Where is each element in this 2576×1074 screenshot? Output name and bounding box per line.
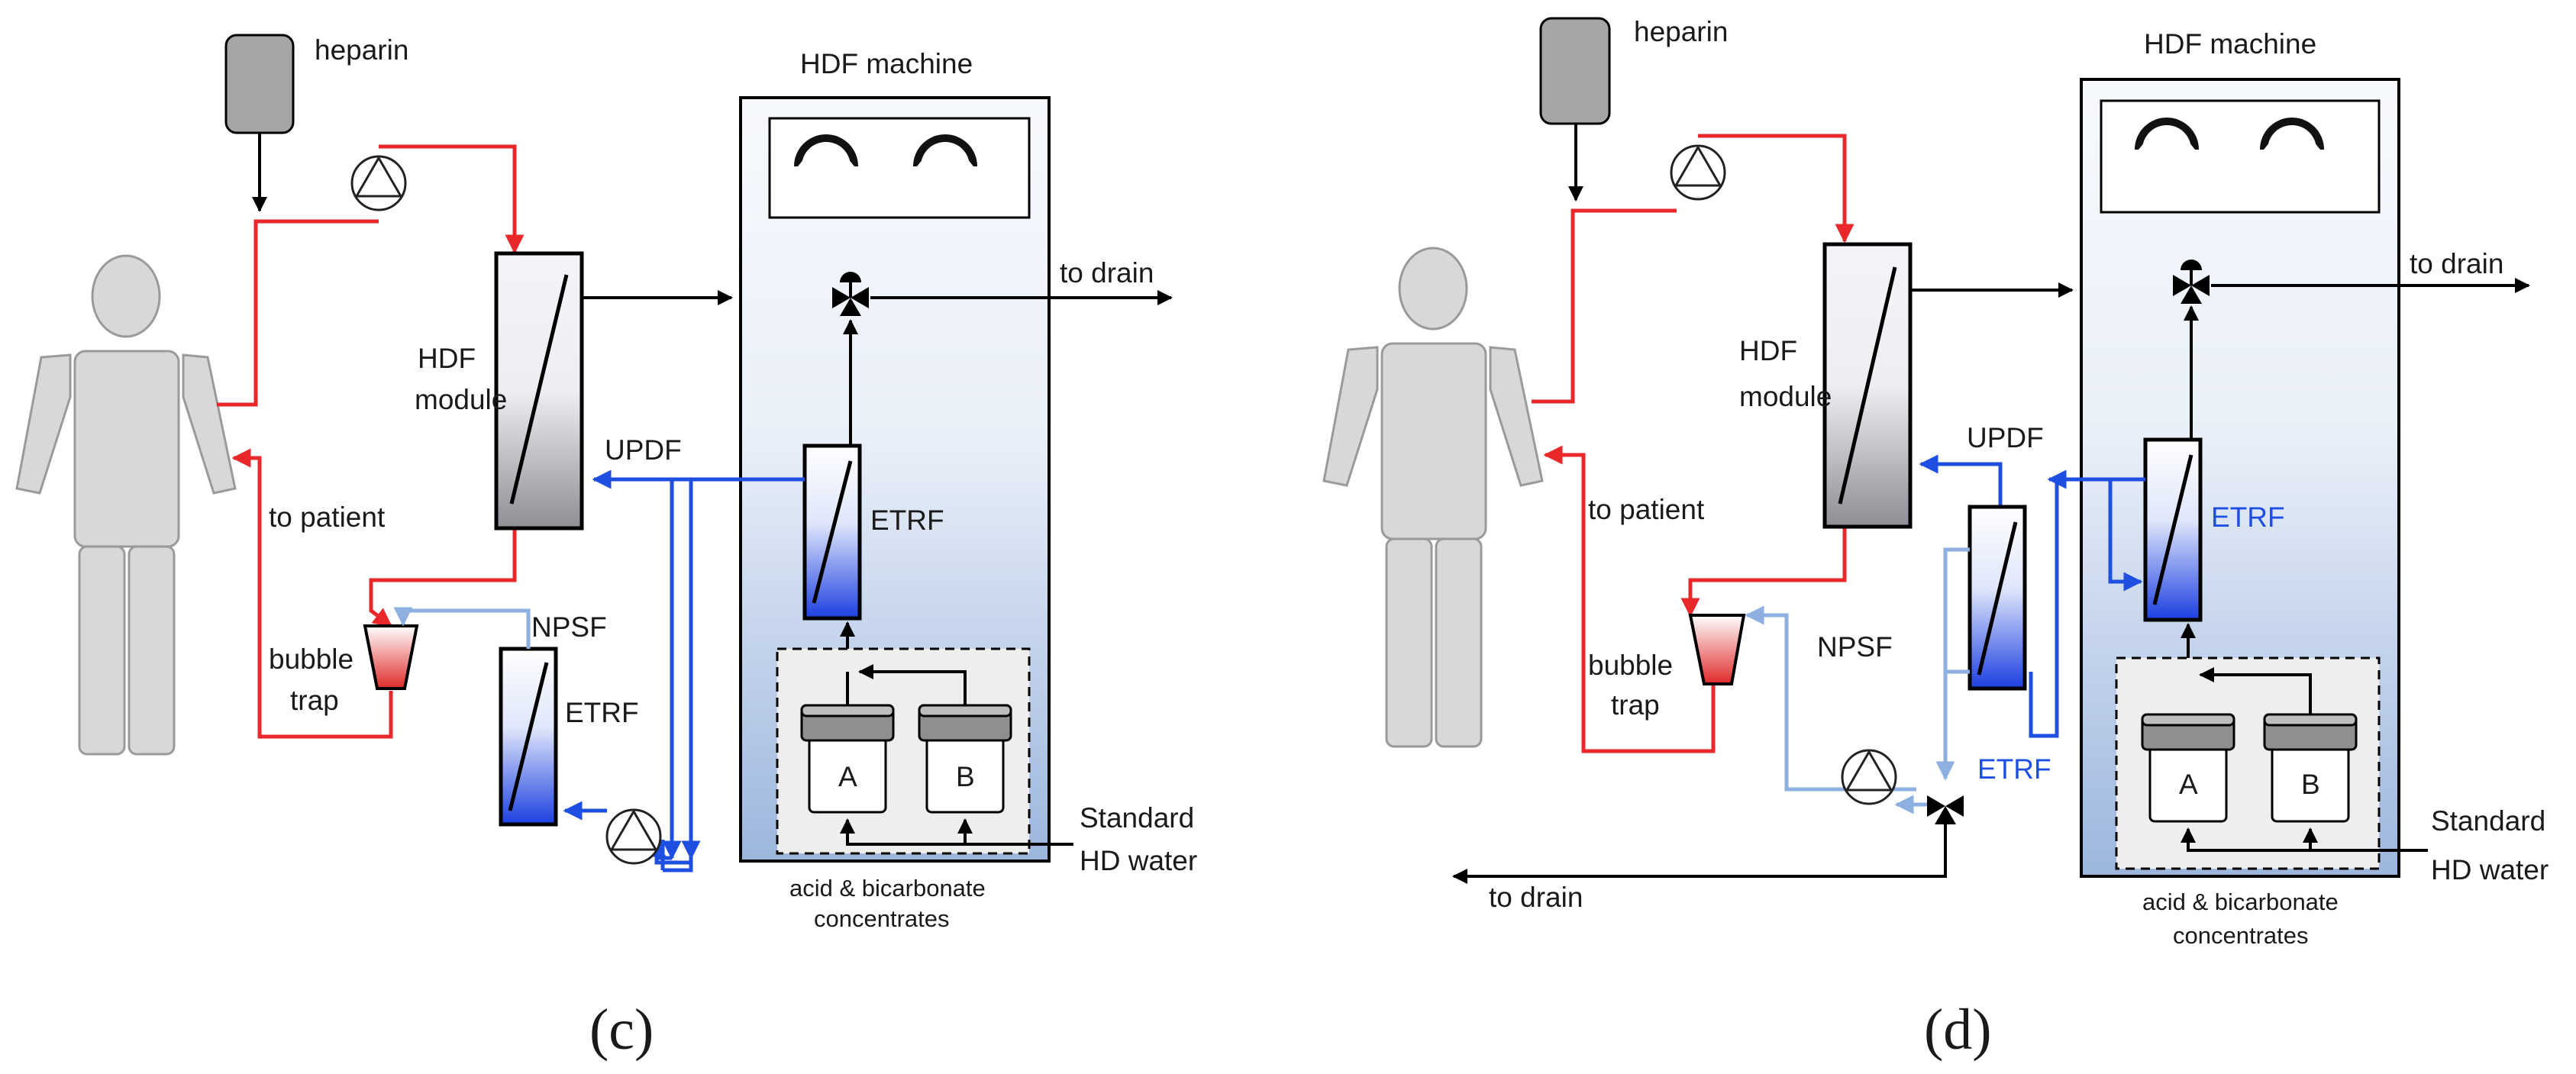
npsf-label: NPSF (531, 611, 607, 643)
patient-figure (1322, 247, 1544, 748)
module-label: module (1739, 381, 1832, 412)
return-line (231, 448, 393, 739)
trap-label: trap (290, 685, 339, 716)
venous-line (1680, 528, 1847, 618)
to-patient-label: to patient (269, 502, 386, 533)
to-patient-label: to patient (1588, 494, 1705, 525)
cartridge-b (2263, 713, 2358, 823)
heparin-label: heparin (1634, 16, 1728, 47)
panel-d: heparin HDF module bubble trap to patien… (1322, 16, 2549, 1062)
cartridge-a-label: A (838, 761, 857, 792)
trap-label: trap (1611, 689, 1660, 721)
acid-label: acid & bicarbonate (789, 875, 986, 901)
filtrate-pump (605, 808, 662, 865)
bottom-drain-line (1452, 824, 1947, 884)
hd-water-label: HD water (2431, 854, 2549, 885)
npsf-label: NPSF (1817, 631, 1893, 663)
filtrate-pump (1841, 749, 1897, 805)
water-inlet-line (2181, 827, 2402, 852)
cartridge-a (800, 704, 895, 814)
heparin-label: heparin (315, 34, 408, 66)
cartridge-b-label: B (2301, 769, 2320, 800)
acid-label: acid & bicarbonate (2142, 889, 2339, 915)
hdf-membrane (509, 274, 569, 505)
cartridge-b-label: B (956, 761, 975, 792)
cartridge-b (918, 704, 1012, 814)
heparin-bag (1539, 17, 1611, 125)
to-drain-label: to drain (2410, 248, 2503, 279)
venous-line (369, 530, 517, 627)
bubble-label: bubble (269, 643, 353, 675)
bubble-trap (1688, 614, 1746, 685)
caption-c: (c) (589, 998, 654, 1062)
machine-title: HDF machine (800, 48, 973, 79)
concentrates-label: concentrates (2173, 922, 2309, 949)
arterial-line (1532, 208, 1677, 404)
blood-pump (1670, 144, 1726, 201)
standard-label: Standard (2431, 805, 2545, 837)
updf-label: UPDF (605, 434, 682, 466)
hd-water-label: HD water (1080, 845, 1197, 876)
etrf-main (802, 443, 862, 621)
to-drain-bottom-label: to drain (1489, 882, 1583, 913)
standard-label: Standard (1080, 802, 1194, 834)
bubble-label: bubble (1588, 650, 1673, 681)
cartridge-a (2141, 713, 2235, 823)
concentrates-label: concentrates (814, 905, 950, 932)
machine-display (768, 117, 1031, 219)
machine-display (2100, 99, 2381, 214)
three-way-valve-icon (1927, 795, 1964, 824)
caption-d: (d) (1924, 998, 1992, 1062)
panel-c-lower: ETRF NPSF A B Standard HD water acid & b… (393, 479, 1197, 1062)
hdf-label: HDF (418, 343, 476, 374)
cartridge-a-label: A (2179, 769, 2198, 800)
etrf-main-label: ETRF (870, 505, 944, 536)
etrf-external-label: ETRF (1977, 753, 2051, 785)
to-drain-label: to drain (1060, 257, 1154, 289)
hdf-label: HDF (1739, 335, 1797, 366)
npsf-line (393, 607, 531, 649)
water-inlet-line (840, 818, 1051, 846)
updf-line (1919, 454, 2003, 507)
return-line (1543, 445, 1716, 753)
etrf-main-label: ETRF (2211, 502, 2285, 533)
etrf-external-label: ETRF (565, 697, 639, 728)
machine-title: HDF machine (2144, 28, 2316, 60)
module-label: module (415, 384, 507, 415)
etrf-external (499, 647, 558, 827)
updf-label: UPDF (1967, 422, 2044, 453)
